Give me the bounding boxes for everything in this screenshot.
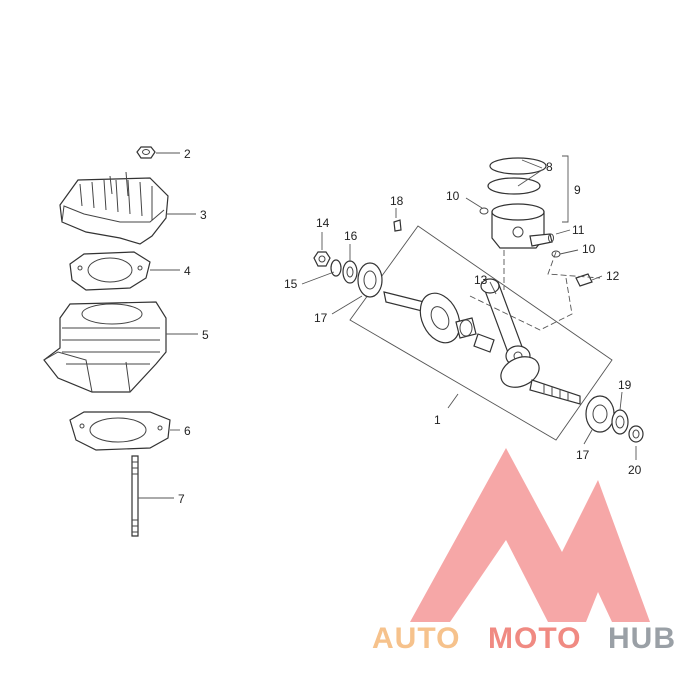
- callout-10-upper: 10: [446, 189, 460, 203]
- part-10-circlip-upper: [479, 207, 489, 215]
- callout-19: 19: [618, 378, 632, 392]
- part-18-woodruff-key: [393, 219, 402, 232]
- logo-inner-triangle: [470, 548, 540, 608]
- callout-8: 8: [546, 160, 553, 174]
- callout-9: 9: [574, 183, 581, 197]
- watermark-text-moto: MOTO: [488, 622, 581, 655]
- part-13-connecting-rod: [480, 278, 531, 367]
- callout-3: 3: [200, 208, 207, 222]
- callout-13: 13: [474, 273, 488, 287]
- callout-11: 11: [572, 223, 585, 237]
- logo-inner-notch: [524, 560, 556, 590]
- crankshaft-right-half: [500, 356, 581, 405]
- callout-14: 14: [316, 216, 330, 230]
- callout-12: 12: [606, 269, 620, 283]
- part-16-oil-seal: [342, 260, 358, 284]
- callout-4: 4: [184, 264, 191, 278]
- callout-2: 2: [184, 147, 191, 161]
- logo-outer-triangle: [410, 448, 650, 622]
- watermark-text-hub: HUB: [608, 622, 676, 655]
- part-7-stud: [131, 455, 139, 537]
- assembly-dash-line-3: [547, 251, 601, 279]
- callout-7: 7: [178, 492, 185, 506]
- part-4-head-gasket: [69, 251, 151, 291]
- watermark-logo: [410, 448, 650, 622]
- callout-10-lower: 10: [582, 242, 596, 256]
- part-3-cylinder-head: [59, 171, 169, 245]
- part-19-oil-seal: [611, 409, 629, 435]
- callout-17-left: 17: [314, 311, 328, 325]
- part-14-nut: [313, 251, 331, 267]
- watermark-wordmark: AUTO MOTO HUB: [372, 622, 676, 655]
- part-8-piston-rings: [487, 157, 547, 195]
- leader-lines: [138, 152, 637, 499]
- callout-17-right: 17: [576, 448, 590, 462]
- crank-pin-bearing: [455, 317, 495, 353]
- part-17-main-bearing-left: [357, 262, 383, 298]
- part-5-cylinder: [43, 301, 167, 393]
- part-10-circlip-lower: [551, 250, 561, 258]
- callout-18: 18: [390, 194, 404, 208]
- part-15-washer: [330, 259, 342, 277]
- part-20-bushing: [628, 425, 644, 443]
- part-6-base-gasket: [69, 411, 171, 451]
- callout-20: 20: [628, 463, 642, 477]
- callout-1: 1: [434, 413, 441, 427]
- callout-16: 16: [344, 229, 358, 243]
- part-17-main-bearing-right: [585, 395, 615, 433]
- part-2-spark-plug: [136, 146, 156, 159]
- part-11-piston-pin: [529, 233, 554, 247]
- part-1-assembly-outline: [349, 225, 613, 441]
- callout-5: 5: [202, 328, 209, 342]
- assembly-dash-line-2: [469, 277, 573, 331]
- callout-labels: 1 2 3 4 5 6 7 8 9 10 10 11 12 13 14 15 1…: [178, 147, 642, 506]
- callout-6: 6: [184, 424, 191, 438]
- crankshaft-left-half: [383, 291, 461, 344]
- part-12-small-end-bearing: [575, 273, 593, 287]
- callout-15: 15: [284, 277, 298, 291]
- watermark-text-auto: AUTO: [372, 622, 460, 655]
